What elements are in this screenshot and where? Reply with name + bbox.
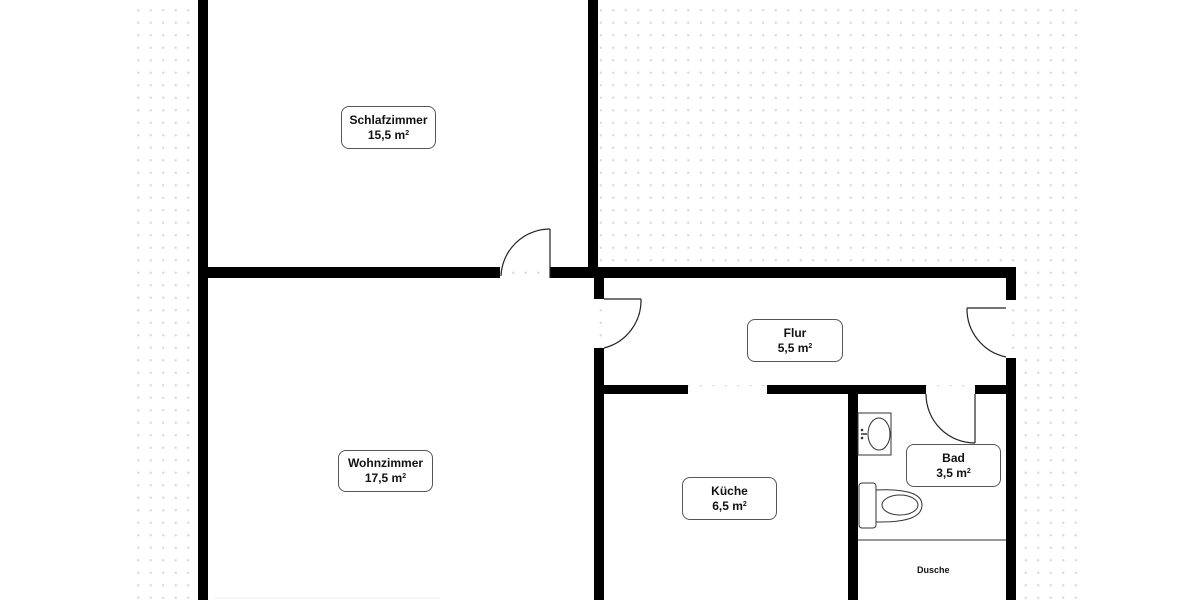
room-label-wohnzimmer: Wohnzimmer 17,5 m2 [338,450,433,492]
wall-flur-kueche-right [767,385,926,394]
sink-icon [857,412,892,456]
door-schlafzimmer[interactable] [500,228,551,278]
room-name: Wohnzimmer [347,456,424,470]
door-bad[interactable] [925,393,976,444]
room-label-bad: Bad 3,5 m2 [906,444,1001,487]
room-area: 17,5 m [364,471,403,485]
shower-label: Dusche [917,565,950,575]
wall-horizontal-right [550,267,1016,278]
door-entrance[interactable] [966,307,1007,358]
area-unit-sup: 2 [742,500,747,508]
wohnzimmer-area [208,278,594,600]
wall-right-outer-bottom [1006,358,1016,600]
room-area: 3,5 m [936,465,967,480]
wall-kueche-bad [848,385,858,600]
area-unit-sup: 2 [402,473,407,480]
room-name: Küche [711,483,748,498]
area-unit-sup: 2 [808,342,813,350]
wall-flur-bad-right [975,385,1006,394]
door-wohnzimmer[interactable] [603,298,642,349]
room-label-kueche: Küche 6,5 m2 [682,477,777,520]
room-name: Flur [783,325,807,340]
wall-wohnzimmer-kueche [594,348,604,600]
wall-flur-kueche-left [604,385,688,394]
wall-horizontal-left [198,267,500,278]
wall-schlafzimmer-right [588,0,598,278]
room-area: 15,5 m [367,127,406,142]
area-unit-sup: 2 [966,467,971,475]
area-unit-sup: 2 [405,129,410,137]
room-name: Schlafzimmer [349,112,428,127]
wall-wohnzimmer-flur-top [594,267,604,299]
room-area: 5,5 m [777,340,809,355]
wall-left-outer [198,0,208,600]
room-area: 6,5 m [712,498,743,513]
wall-right-outer-top [1006,267,1016,300]
room-name: Bad [942,450,965,465]
room-label-schlafzimmer: Schlafzimmer 15,5 m2 [341,106,436,149]
toilet-icon [858,482,923,529]
room-label-flur: Flur 5,5 m2 [747,319,843,362]
